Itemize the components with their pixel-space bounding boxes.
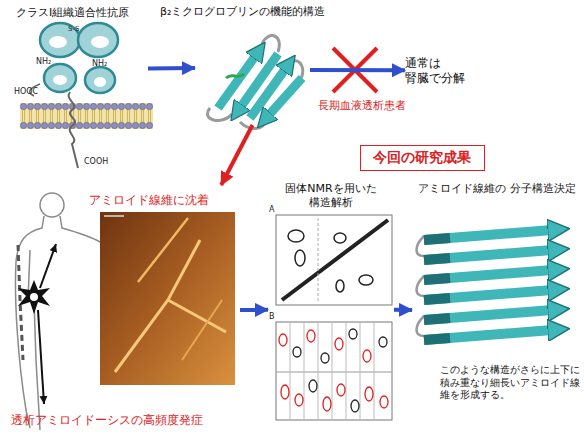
part-label: COOH <box>84 158 108 167</box>
afm-fibril <box>138 218 188 282</box>
alpha3-domain <box>44 64 76 92</box>
nmr-peak <box>279 334 287 346</box>
fibril-loop <box>417 236 425 336</box>
nmr-peak <box>379 337 387 347</box>
nmr-peak <box>295 394 303 406</box>
structure-panel: β₂ミクログロブリンの機能的構造 <box>195 25 310 125</box>
nmr-peak <box>334 233 346 243</box>
ribbon-helix <box>226 74 244 78</box>
outcome-text: 通常は 腎臓で分解 <box>405 55 480 89</box>
figure-outline <box>15 216 100 430</box>
nmr-peak <box>281 385 289 399</box>
deposit-star <box>18 280 50 314</box>
nmr-peak <box>365 387 373 401</box>
part-label: B <box>269 313 275 322</box>
nmr-panel <box>276 215 392 305</box>
panel-title: β₂ミクログロブリンの機能的構造 <box>160 5 345 19</box>
nmr-peak <box>307 330 315 342</box>
panel-title: アミロイド線維の 分子構造決定 <box>412 182 582 196</box>
transmembrane-chain <box>69 92 78 168</box>
nmr-peak <box>288 230 304 242</box>
part-label: NH₂ <box>92 60 107 69</box>
nmr-peak <box>309 380 317 392</box>
b2m-domain <box>85 67 115 93</box>
flow-arrow <box>221 125 252 185</box>
fibril-note: このような構造がさらに上下に積み重なり細長いアミロイド線維を形成する。 <box>440 364 580 402</box>
pointer-arrow <box>38 310 44 404</box>
domain-loop <box>53 75 67 85</box>
scale-bar <box>104 215 124 217</box>
deposit-label: アミロイド線維に沈着 <box>89 193 239 208</box>
fibril-panel: アミロイド線維の 分子構造決定このような構造がさらに上下に積み重なり細長いアミロ… <box>412 180 582 430</box>
nmr-peak <box>359 275 373 285</box>
panel-title: クラスⅠ組織適合性抗原 <box>16 6 148 20</box>
nmr-peaks <box>279 329 388 412</box>
nmr-peak <box>335 338 343 350</box>
part-label: NH₂ <box>36 58 51 67</box>
bilayer-core <box>20 103 153 129</box>
flow-arrow <box>148 66 195 71</box>
result-title: 今回の研究成果 <box>361 149 482 167</box>
nmr-peak <box>380 396 388 408</box>
nmr-panel-box: 固体NMRを用いた 構造解析 <box>268 180 394 425</box>
outcome-label: 通常は 腎臓で分解 <box>405 56 480 86</box>
nmr-axis <box>318 218 319 302</box>
nmr-peak <box>293 347 301 357</box>
pointer-arrow <box>40 244 56 288</box>
nmr-strips <box>290 322 374 420</box>
part-label: A <box>269 206 274 215</box>
figure-head <box>40 193 64 217</box>
flow-arrow <box>310 68 405 72</box>
edge-label: 長期血液透析患者 <box>318 100 406 112</box>
domain-loop <box>91 36 109 48</box>
nmr-peak <box>363 350 371 362</box>
nmr-panel <box>276 322 392 420</box>
domain-loop <box>49 36 67 48</box>
nmr-peak <box>351 400 359 412</box>
afm-fibril <box>168 300 226 332</box>
flow-arrow <box>240 308 268 312</box>
flow-arrow <box>394 308 412 312</box>
patient-panel: アミロイド線維に沈着透析アミロイドーシスの高頻度発症 <box>5 185 240 435</box>
result-box: 今回の研究成果 <box>360 145 485 171</box>
nmr-peak <box>323 397 331 411</box>
afm-fibril <box>182 300 222 360</box>
nmr-peak <box>321 353 329 363</box>
part-label: HOOC <box>14 88 38 97</box>
fibril-shade <box>424 238 450 340</box>
nmr-divider <box>276 372 392 373</box>
nmr-peak <box>349 329 357 339</box>
red-cross <box>333 48 377 92</box>
disease-label: 透析アミロイドーシスの高頻度発症 <box>11 413 239 428</box>
red-cross <box>333 48 377 92</box>
panel-title: 固体NMRを用いた 構造解析 <box>268 182 394 210</box>
nmr-peak <box>337 384 345 396</box>
deposit-core <box>30 293 38 301</box>
part-label: S-S <box>68 26 79 34</box>
beta-strand <box>268 78 302 116</box>
alpha1-domain <box>40 23 80 57</box>
bilayer-heads <box>20 103 153 129</box>
domain-loop <box>94 77 106 87</box>
ribbon-loop <box>207 36 302 129</box>
lipid-bilayer <box>20 103 153 129</box>
nmr-peak <box>295 250 305 266</box>
afm-image <box>100 212 235 385</box>
nmr-diagonal <box>282 220 388 300</box>
nmr-peak <box>336 280 344 292</box>
alpha2-domain <box>78 23 118 57</box>
